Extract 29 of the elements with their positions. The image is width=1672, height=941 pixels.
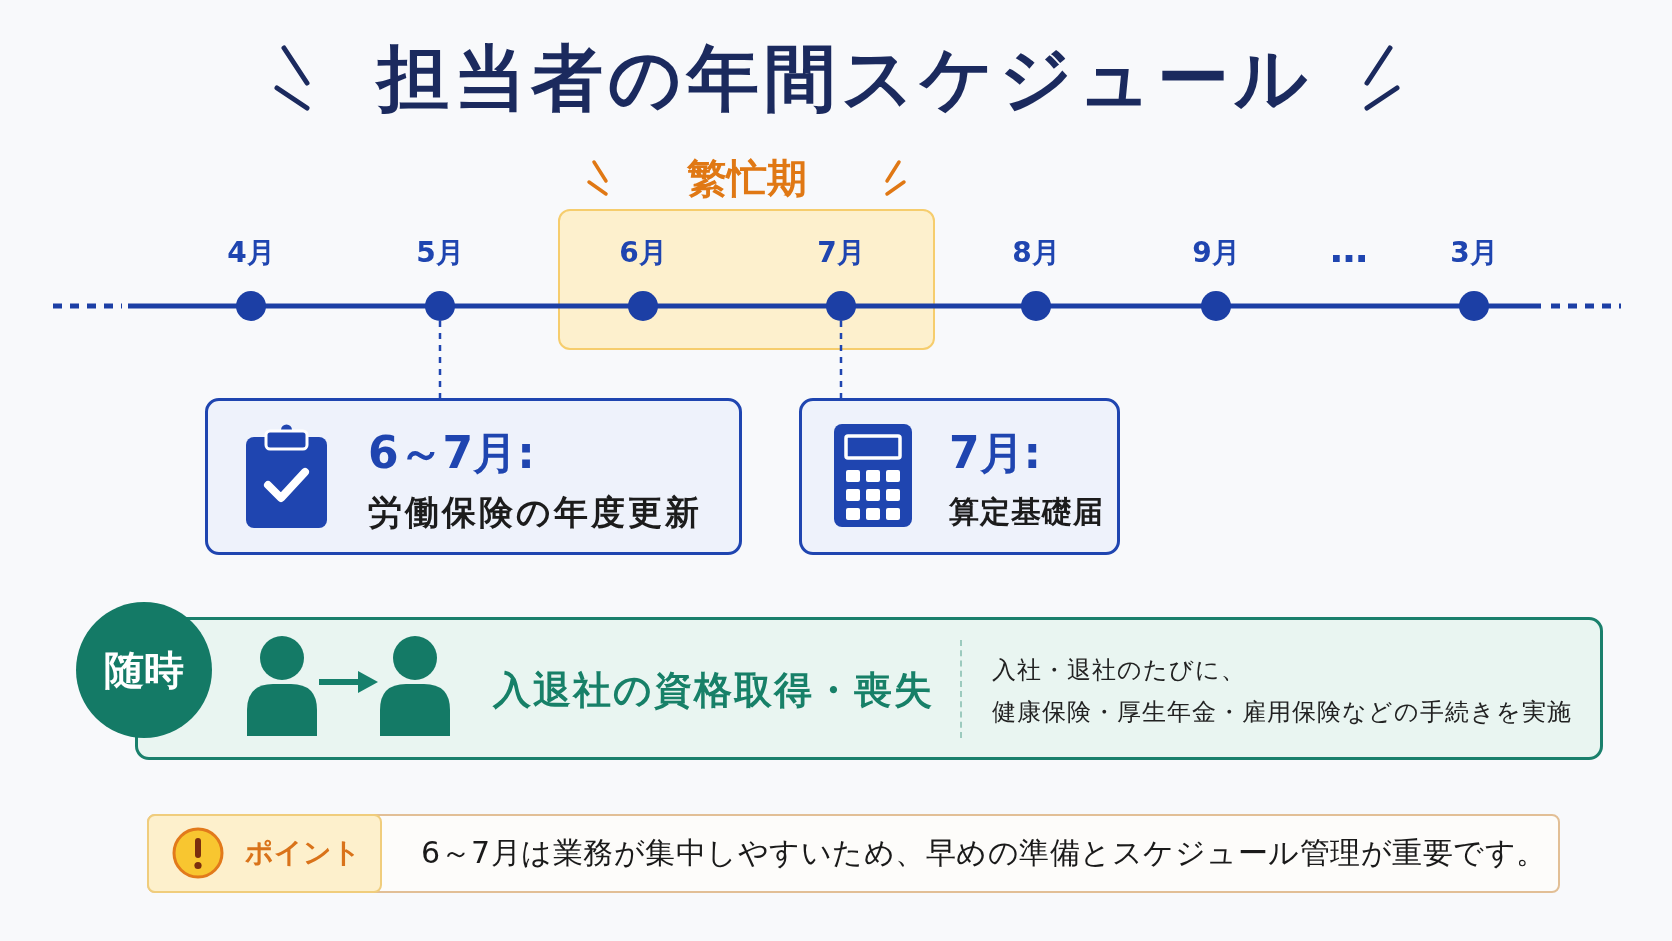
leader-line <box>839 321 843 398</box>
period-label: 6～7月: <box>368 426 535 480</box>
month-label: 9月 <box>1192 236 1240 270</box>
tip-tag <box>147 814 382 893</box>
leader-line <box>438 321 442 398</box>
person-icon <box>247 636 317 736</box>
description-text: 健康保険・厚生年金・雇用保険などの手続きを実施 <box>992 697 1572 727</box>
month-label: 7月 <box>817 236 865 270</box>
task-card <box>799 398 1120 555</box>
person-icon <box>380 636 450 736</box>
period-label: 7月: <box>949 426 1042 480</box>
month-label: 5月 <box>416 236 464 270</box>
month-label: 8月 <box>1012 236 1060 270</box>
tip-box <box>147 814 1560 893</box>
month-label: 4月 <box>227 236 275 270</box>
timeline-ellipsis: … <box>1330 227 1368 273</box>
task-title: 算定基礎届 <box>949 494 1104 530</box>
process-title: 入退社の資格取得・喪失 <box>493 668 934 714</box>
description-text: 入社・退社のたびに、 <box>992 655 1246 685</box>
month-label: 6月 <box>619 236 667 270</box>
month-label: 3月 <box>1450 236 1498 270</box>
arrow <box>319 671 378 693</box>
period-heading: 繁忙期 <box>686 154 807 202</box>
task-card <box>205 398 742 555</box>
tip-heading: ポイント <box>245 836 361 870</box>
task-title: 労働保険の年度更新 <box>368 491 702 533</box>
timing-badge: 随時 <box>76 602 212 738</box>
page-title: 担当者の年間スケジュール <box>377 34 1313 122</box>
tip-text: 6～7月は業務が集中しやすいため、早めの準備とスケジュール管理が重要です。 <box>421 835 1547 871</box>
